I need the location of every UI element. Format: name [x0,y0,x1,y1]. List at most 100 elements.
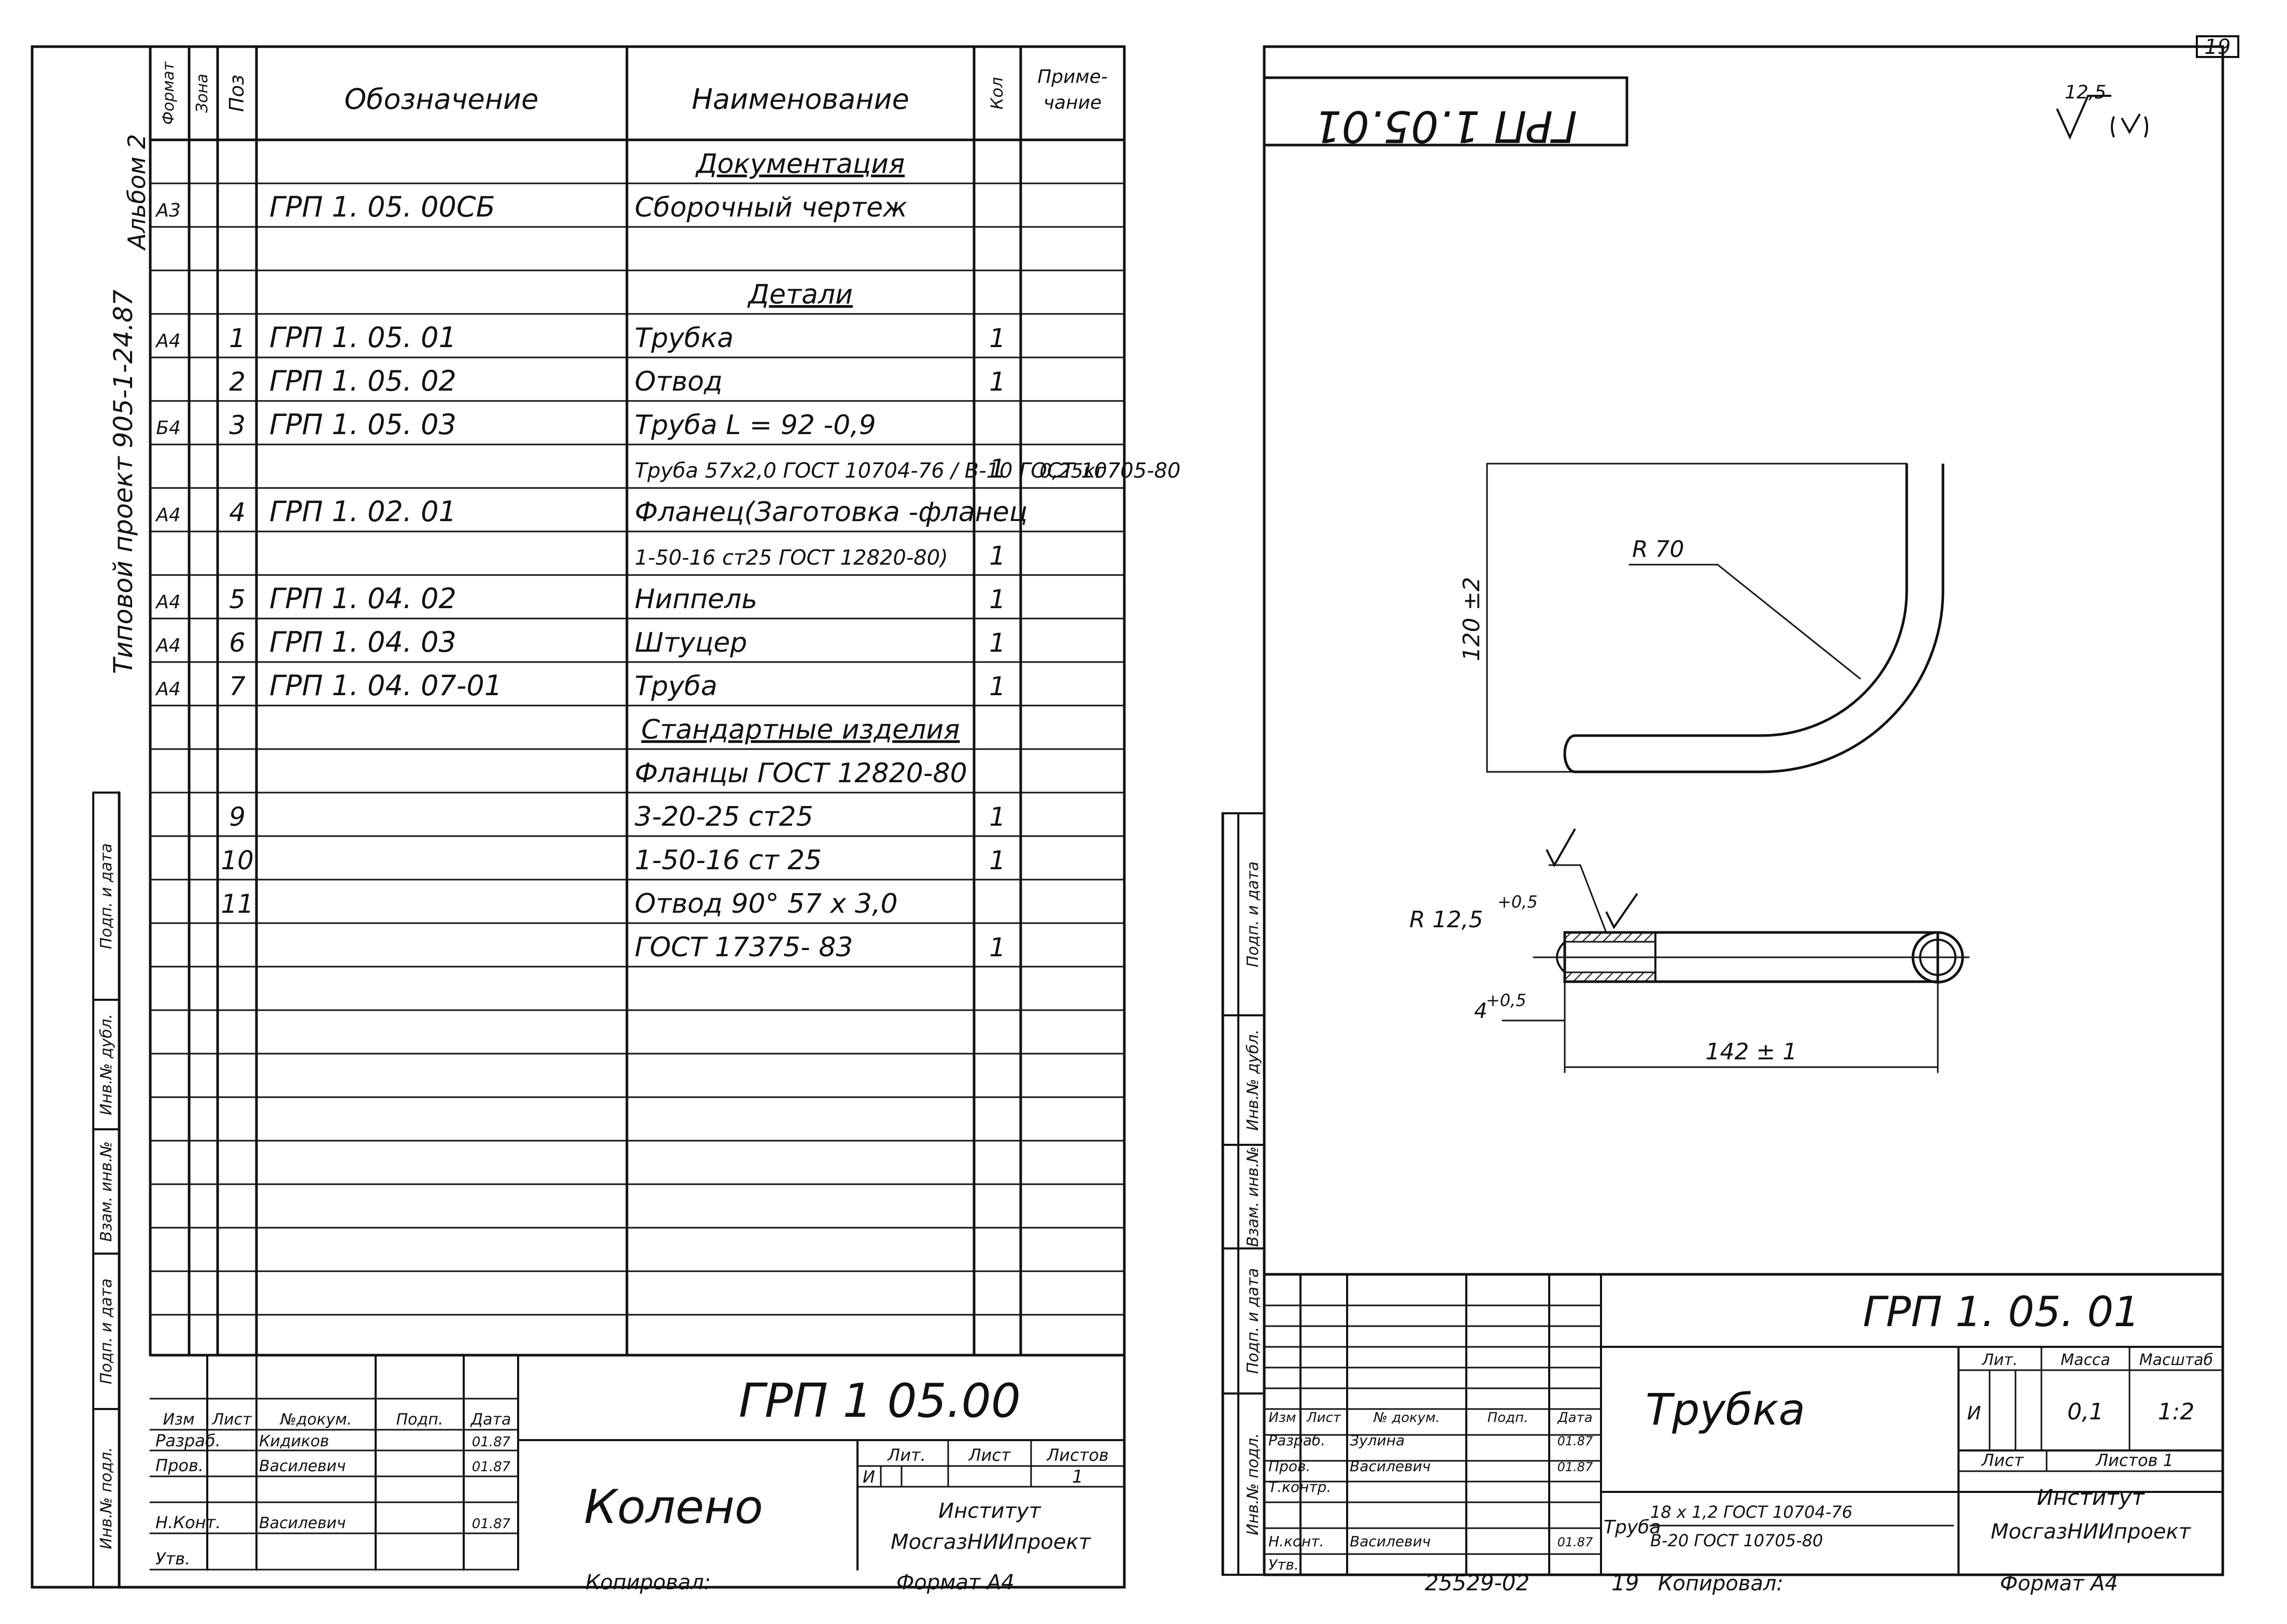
spec-cell-position: 9 [229,802,246,832]
title-role-name: Зулина [1350,1432,1405,1449]
spec-cell-name: Сборочный чертеж [635,192,907,223]
rotated-code-box [1263,76,1628,147]
tube-hatched-wall [1564,971,1656,983]
title-role-name: Кидиков [259,1432,329,1450]
album-label: Альбом 2 [123,134,151,251]
spec-cell-name: Труба 57х2,0 ГОСТ 10704-76 / В-10 ГОСТ 1… [635,459,1181,483]
right-side-field-label: Взам. инв.№ [1244,1146,1262,1247]
roughness-symbol [2056,95,2111,140]
spec-cell-format: А4 [155,505,181,526]
title-block-col-label: Изм [1269,1410,1296,1426]
title-role-date: 01.87 [1557,1460,1593,1474]
header-zone: Зона [193,74,211,113]
spec-cell-format: А4 [155,592,181,613]
header-name: Наименование [692,83,909,116]
spec-cell-designation: ГРП 1. 02. 01 [269,495,456,528]
spec-cell-name: 1-50-16 ст 25 [635,845,822,876]
title-role-date: 01.87 [472,1434,511,1450]
spec-cell-quantity: 1 [989,323,1006,353]
spec-cell-format: А4 [155,330,181,352]
spec-cell-quantity: 1 [989,845,1006,875]
mass-value: 0,1 [2067,1399,2104,1425]
title-role-label: Разраб. [1268,1432,1325,1449]
scale-label: Масштаб [2139,1351,2213,1369]
right-side-field-label: Инв.№ подл. [1244,1433,1262,1535]
spec-cell-position: 11 [221,889,254,919]
sheet-label: Лист [968,1445,1011,1465]
title-role-date: 01.87 [1557,1535,1593,1549]
leader-line [1579,864,1607,933]
organization-name: МосгазНИИпроект [891,1530,1091,1554]
left-drawing-code: ГРП 1 05.00 [739,1374,1021,1428]
title-role-label: Т.контр. [1268,1478,1331,1496]
spec-cell-quantity: 1 [989,802,1006,832]
mass-label: Масса [2061,1351,2110,1369]
spec-cell-designation: ГРП 1. 05. 00СБ [269,191,495,223]
format-label: Формат А4 [896,1571,1014,1594]
spec-cell-name: 1-50-16 ст25 ГОСТ 12820-80) [635,546,948,570]
title-role-label: Н.конт. [1268,1533,1324,1550]
spec-cell-format: А4 [155,635,181,656]
organization-name: Институт [2037,1485,2145,1510]
sheets-label: Листов [1046,1445,1109,1465]
spec-cell-name: Трубка [635,323,734,354]
spec-cell-format: А4 [155,679,181,700]
right-drawing-title: Трубка [1646,1384,1805,1435]
header-format: Формат [160,61,178,125]
material-prefix: Труба [1604,1517,1661,1538]
title-role-name: Василевич [1350,1458,1431,1475]
spec-cell-designation: ГРП 1. 05. 02 [269,365,456,397]
spec-cell-name: Документация [695,149,905,180]
title-role-label: Разраб. [155,1431,221,1450]
archive-number: 25529-02 [1425,1570,1530,1596]
title-role-label: Утв. [155,1549,190,1569]
rotated-drawing-code: ГРП 1.05.01 [1314,101,1577,152]
lit-value: И [1967,1403,1981,1424]
right-drawing-code: ГРП 1. 05. 01 [1863,1288,2140,1336]
finish-mark [1546,828,1576,868]
length-dimension: 142 ± 1 [1706,1039,1797,1065]
roughness-symbol [2111,113,2148,138]
title-role-label: Пров. [155,1456,204,1475]
spec-cell-name: Фланец(Заготовка -фланец [635,497,1027,528]
spec-cell-position: 3 [229,410,246,440]
page-number-box [2196,35,2239,58]
spec-cell-name: Отвод 90° 57 х 3,0 [635,888,898,919]
header-designation: Обозначение [345,83,539,116]
material-spec: 18 х 1,2 ГОСТ 10704-76 [1650,1502,1852,1522]
title-role-date: 01.87 [1557,1434,1593,1448]
scale-value: 1:2 [2158,1399,2195,1425]
left-drawing-title: Колено [584,1480,763,1534]
title-block-col-label: Подп. [396,1411,444,1429]
spec-cell-name: Ниппель [635,584,757,615]
spec-cell-quantity: 1 [989,932,1006,962]
tube-outer-edge [1575,464,1945,773]
title-role-label: Пров. [1268,1458,1310,1475]
left-side-field-label: Взам. инв.№ [97,1141,116,1242]
spec-cell-name: Труба [635,671,717,702]
spec-cell-quantity: 1 [989,454,1006,484]
left-side-field-label: Инв.№ подл. [97,1447,116,1549]
spec-cell-position: 4 [229,497,246,527]
title-block-col-label: Лист [211,1411,252,1429]
spec-cell-quantity: 1 [989,541,1006,571]
header-note: чание [1044,92,1102,113]
title-role-date: 01.87 [472,1459,511,1475]
spec-cell-quantity: 1 [989,367,1006,397]
spec-cell-quantity: 1 [989,584,1006,614]
spec-cell-name: Отвод [635,366,723,397]
title-block-col-label: №докум. [279,1411,352,1429]
right-outer-frame [1263,45,2224,1576]
title-block-col-label: № докум. [1373,1410,1440,1426]
spec-cell-quantity: 1 [989,671,1006,701]
spec-cell-quantity: 1 [989,628,1006,658]
height-dimension: 120 ±2 [1459,577,1485,662]
lit-value: И [863,1467,875,1487]
header-quantity: Кол [987,77,1007,110]
leader-line [1717,564,1861,680]
spec-cell-note: 0,25кг [1039,459,1106,482]
title-block-col-label: Изм [163,1411,194,1429]
title-role-label: Утв. [1268,1556,1299,1573]
